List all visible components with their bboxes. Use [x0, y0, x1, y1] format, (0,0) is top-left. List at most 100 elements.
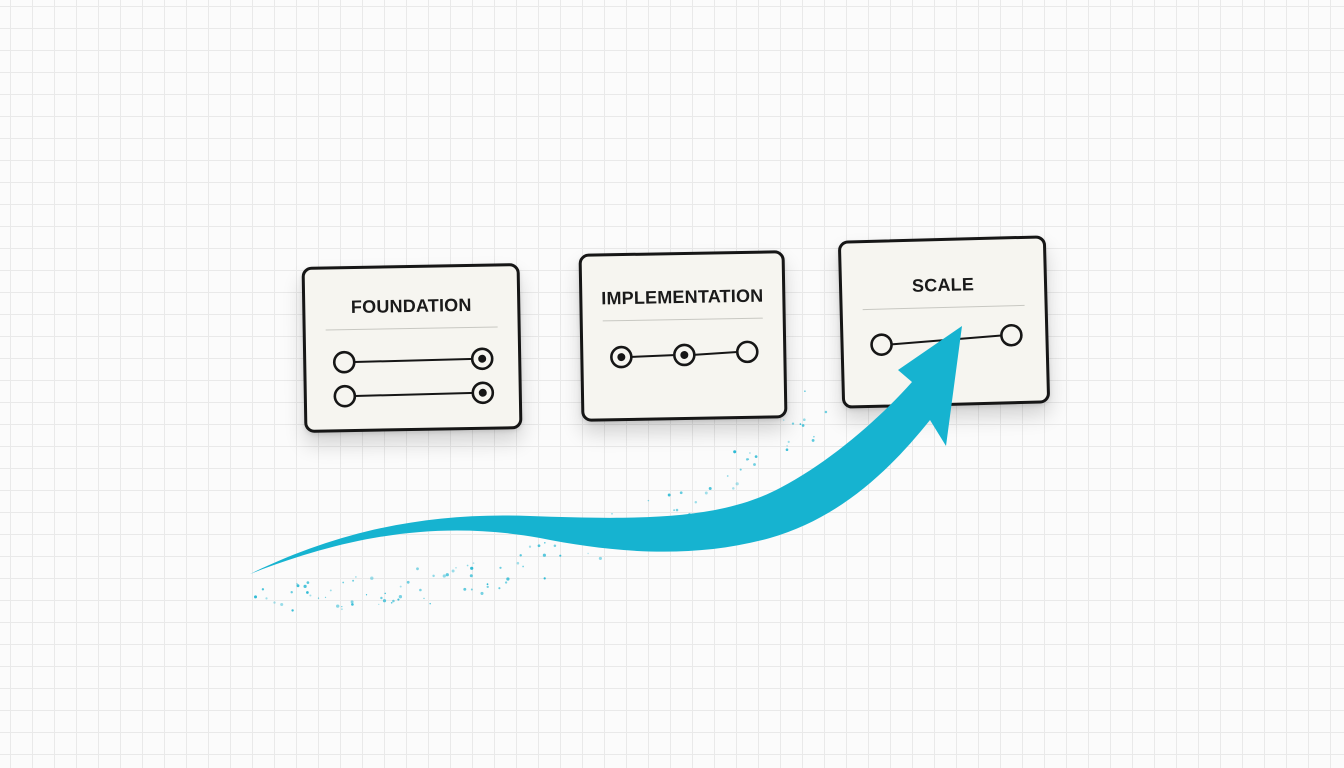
connector-icon: [332, 347, 495, 408]
arrow-speckle: [519, 554, 522, 557]
arrow-speckle: [704, 491, 708, 495]
arrow-speckle: [317, 597, 320, 599]
arrow-speckle: [516, 561, 520, 565]
arrow-speckle: [673, 509, 675, 511]
arrow-speckle: [708, 487, 712, 490]
arrow-speckle: [486, 585, 489, 589]
arrow-speckle: [785, 448, 789, 452]
arrow-speckle: [416, 567, 419, 571]
arrow-speckle: [390, 601, 393, 604]
stage-card-implementation: IMPLEMENTATION: [578, 250, 788, 422]
arrow-speckle: [553, 544, 557, 547]
arrow-speckle: [598, 556, 602, 560]
arrow-speckle: [753, 463, 756, 466]
arrow-speckle: [351, 603, 354, 606]
connector-icon: [610, 340, 759, 369]
arrow-speckle: [801, 424, 805, 427]
arrow-speckle: [290, 591, 293, 594]
arrow-speckle: [732, 487, 735, 490]
arrow-speckle: [472, 562, 475, 564]
arrow-speckle: [342, 581, 345, 584]
arrow-speckle: [804, 390, 806, 393]
arrow-speckle: [667, 493, 671, 497]
arrow-speckle: [253, 595, 258, 599]
arrow-speckle: [291, 609, 294, 612]
arrow-speckle: [504, 581, 508, 584]
arrow-speckle: [469, 574, 473, 578]
arrow-speckle: [543, 577, 546, 580]
arrow-speckle: [423, 597, 425, 600]
arrow-speckle: [647, 499, 650, 502]
arrow-speckle: [451, 569, 455, 573]
arrow-speckle: [306, 591, 309, 594]
arrow-speckle: [486, 583, 489, 586]
arrow-speckle: [355, 576, 357, 578]
arrow-speckle: [419, 588, 422, 592]
arrow-speckle: [611, 513, 613, 515]
arrow-speckle: [280, 602, 284, 607]
arrow-speckle: [749, 452, 751, 454]
arrow-speckle: [406, 580, 410, 584]
arrow-speckle: [466, 564, 469, 567]
arrow-speckle: [382, 599, 387, 603]
arrow-speckle: [528, 545, 532, 548]
arrow-speckle: [559, 554, 562, 557]
arrow-speckle: [306, 581, 310, 584]
arrow-speckle: [726, 475, 729, 477]
arrow-speckle: [480, 591, 484, 595]
arrow-speckle: [265, 597, 268, 600]
arrow-speckle: [397, 598, 400, 601]
arrow-speckle: [392, 599, 395, 603]
arrow-speckle: [463, 587, 467, 591]
arrow-speckle: [813, 435, 815, 438]
arrow-speckle: [787, 440, 790, 443]
arrow-speckle: [802, 418, 806, 422]
arrow-speckle: [587, 552, 589, 555]
arrow-speckle: [336, 604, 340, 608]
arrow-speckle: [352, 579, 355, 582]
arrow-speckle: [824, 410, 828, 414]
arrow-speckle: [399, 585, 402, 588]
arrow-speckle: [380, 596, 383, 600]
arrow-speckle: [783, 419, 785, 421]
arrow-speckle: [370, 576, 374, 580]
arrow-speckle: [544, 542, 546, 544]
arrow-speckle: [522, 565, 524, 568]
arrow-speckle: [791, 422, 795, 425]
arrow-speckle: [429, 602, 431, 605]
arrow-speckle: [506, 577, 510, 581]
arrow-speckle: [445, 573, 449, 577]
arrow-speckle: [384, 592, 386, 595]
arrow-speckle: [470, 566, 474, 570]
arrow-speckle: [498, 587, 501, 590]
arrow-speckle: [350, 600, 354, 604]
arrow-speckle: [542, 553, 546, 557]
arrow-speckle: [261, 588, 265, 591]
arrow-speckle: [739, 468, 742, 471]
arrow-speckle: [329, 589, 332, 592]
arrow-speckle: [799, 423, 802, 425]
arrow-speckle: [296, 582, 298, 585]
arrow-speckle: [273, 601, 276, 604]
arrow-speckle: [811, 438, 815, 442]
arrow-speckle: [341, 605, 343, 608]
arrow-speckle: [735, 482, 739, 486]
arrow-speckle: [303, 584, 307, 589]
arrow-speckle: [754, 455, 758, 458]
arrow-speckle: [455, 567, 457, 569]
arrow-speckle: [733, 450, 737, 454]
arrow-speckle: [679, 491, 683, 495]
arrow-speckle: [324, 596, 327, 599]
arrow-speckle: [747, 458, 750, 460]
arrow-speckle: [341, 608, 343, 611]
arrow-speckle: [499, 566, 502, 569]
arrow-speckle: [675, 508, 679, 512]
arrow-speckle: [365, 594, 368, 596]
arrow-speckle: [470, 588, 473, 591]
arrow-speckle: [432, 574, 435, 578]
arrow-speckle: [694, 501, 698, 504]
arrow-speckle: [309, 594, 312, 597]
arrow-speckle: [442, 574, 446, 578]
